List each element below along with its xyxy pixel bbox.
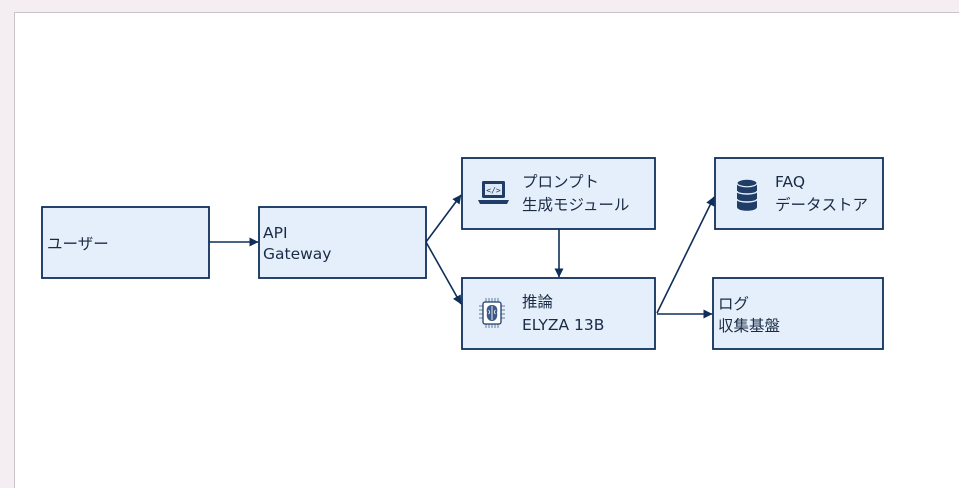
architecture-diagram: ユーザー API Gateway </> プロンプト 生成モジュール: [41, 157, 884, 350]
edge-api-gateway-to-prompt: [425, 194, 462, 243]
node-api-gateway-label-line1: API: [263, 224, 288, 242]
node-prompt-label-line1: プロンプト: [522, 173, 599, 191]
edge-inference-to-faq: [656, 196, 715, 314]
node-prompt-label-line2: 生成モジュール: [522, 196, 629, 214]
node-api-gateway[interactable]: API Gateway: [258, 206, 427, 279]
node-faq-datastore[interactable]: FAQ データストア: [714, 157, 884, 230]
node-user[interactable]: ユーザー: [41, 206, 210, 279]
node-log-label-line1: ログ: [718, 295, 749, 313]
node-inference-label-line2: ELYZA 13B: [522, 316, 604, 334]
node-inference-label-line1: 推論: [522, 293, 554, 311]
svg-text:</>: </>: [486, 186, 501, 195]
ai-chip-icon: [479, 298, 505, 328]
diagram-canvas: ユーザー API Gateway </> プロンプト 生成モジュール: [14, 12, 959, 488]
node-prompt-generator[interactable]: </> プロンプト 生成モジュール: [461, 157, 656, 230]
node-inference[interactable]: 推論 ELYZA 13B: [461, 277, 656, 350]
edge-api-gateway-to-inference: [425, 241, 462, 305]
node-faq-label-line2: データストア: [775, 195, 868, 214]
node-user-label: ユーザー: [47, 235, 109, 253]
node-api-gateway-label-line2: Gateway: [263, 245, 331, 263]
node-faq-label-line1: FAQ: [775, 173, 805, 191]
node-log-collector[interactable]: ログ 収集基盤: [712, 277, 884, 350]
edges: [209, 194, 715, 319]
node-log-label-line2: 収集基盤: [718, 317, 780, 335]
database-icon: [736, 178, 758, 211]
laptop-code-icon: </>: [478, 181, 509, 204]
